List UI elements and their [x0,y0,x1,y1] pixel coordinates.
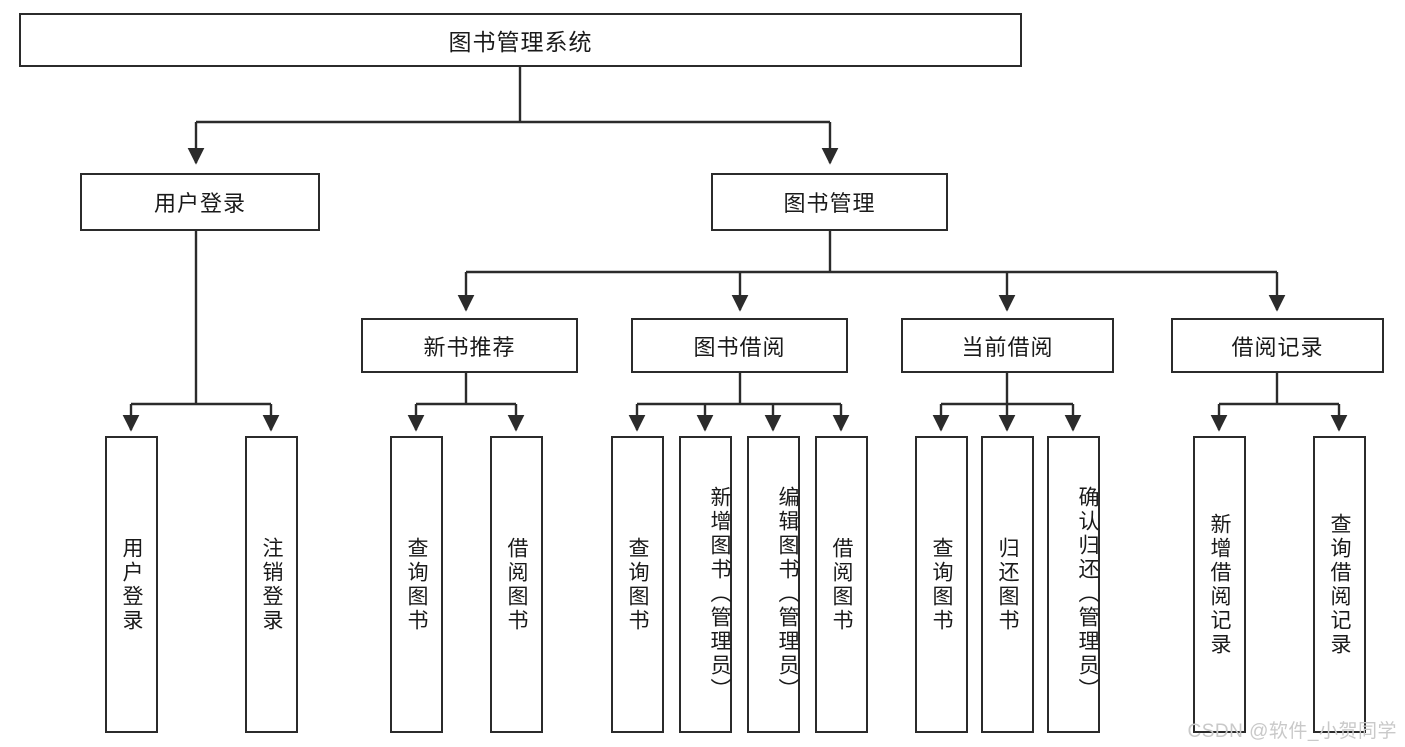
leaf-current-borrow-return-book[interactable]: 归还图书 [981,436,1034,733]
node-label: 图书借阅 [693,334,786,360]
node-book-management[interactable]: 图书管理 [711,173,948,231]
leaf-user-login-logout[interactable]: 注销登录 [245,436,298,733]
node-label: 查询图书 [930,536,953,633]
leaf-book-borrow-edit-book-admin[interactable]: 编辑图书（管理员） [747,436,800,733]
node-label: 注销登录 [260,536,283,633]
node-label: 新书推荐 [423,334,516,360]
node-label: 新增图书（管理员） [708,485,731,702]
leaf-book-borrow-borrow-book[interactable]: 借阅图书 [815,436,868,733]
node-label: 查询借阅记录 [1328,512,1351,657]
watermark-text: CSDN @软件_小贺同学 [1187,721,1397,742]
node-root-book-management-system[interactable]: 图书管理系统 [19,13,1022,67]
node-label: 编辑图书（管理员） [776,485,799,702]
node-borrow-record[interactable]: 借阅记录 [1171,318,1384,373]
leaf-book-borrow-add-book-admin[interactable]: 新增图书（管理员） [679,436,732,733]
node-label: 确认归还（管理员） [1076,485,1099,702]
node-label: 借阅图书 [505,536,528,633]
node-label: 图书管理系统 [448,29,593,55]
leaf-new-book-borrow-book[interactable]: 借阅图书 [490,436,543,733]
node-label: 用户登录 [153,191,246,216]
leaf-user-login-login[interactable]: 用户登录 [105,436,158,733]
node-current-borrow[interactable]: 当前借阅 [901,318,1114,373]
leaf-new-book-query-book[interactable]: 查询图书 [390,436,443,733]
leaf-borrow-record-query-record[interactable]: 查询借阅记录 [1313,436,1366,733]
node-label: 新增借阅记录 [1208,512,1231,657]
node-label: 借阅图书 [830,536,853,633]
node-label: 当前借阅 [961,334,1054,360]
node-label: 图书管理 [783,191,876,216]
node-book-borrow[interactable]: 图书借阅 [631,318,848,373]
leaf-book-borrow-query-book[interactable]: 查询图书 [611,436,664,733]
node-new-book-recommend[interactable]: 新书推荐 [361,318,578,373]
node-label: 借阅记录 [1231,334,1324,360]
node-label: 用户登录 [120,536,143,633]
node-label: 查询图书 [626,536,649,633]
node-label: 归还图书 [996,536,1019,633]
leaf-current-borrow-confirm-return-admin[interactable]: 确认归还（管理员） [1047,436,1100,733]
leaf-current-borrow-query-book[interactable]: 查询图书 [915,436,968,733]
node-user-login[interactable]: 用户登录 [80,173,320,231]
node-label: 查询图书 [405,536,428,633]
leaf-borrow-record-add-record[interactable]: 新增借阅记录 [1193,436,1246,733]
